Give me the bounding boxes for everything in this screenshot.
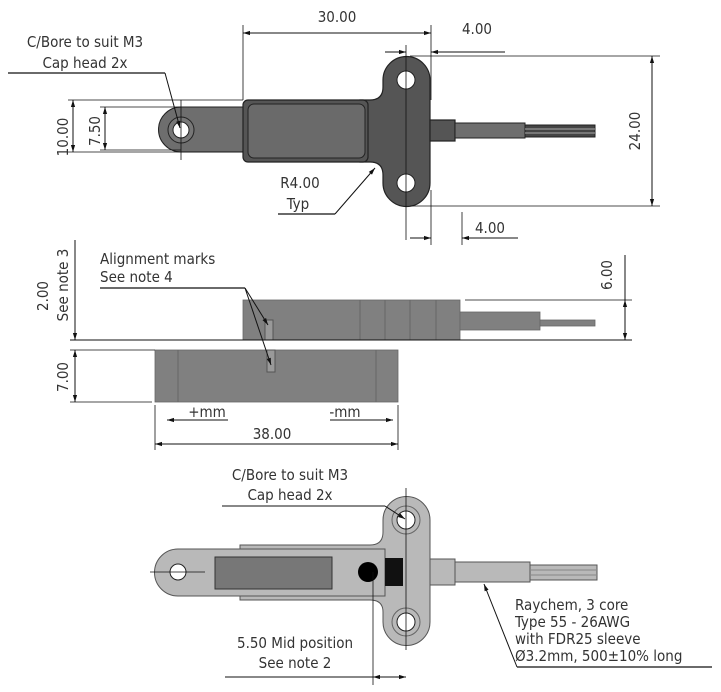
dim-height-total-label: 24.00 <box>626 112 644 151</box>
cable-note-line1: Raychem, 3 core <box>515 596 628 614</box>
note-alignment-line1: Alignment marks <box>100 250 215 268</box>
bottom-slot <box>385 558 403 586</box>
note-leader <box>244 287 269 326</box>
upper-part <box>242 299 461 341</box>
dim-upper-height-label: 6.00 <box>598 260 616 290</box>
flange <box>359 55 431 208</box>
side-cable-wire <box>539 319 596 327</box>
cable-note-line4: Ø3.2mm, 500±10% long <box>515 647 682 665</box>
dim-lug-outer-label: 10.00 <box>54 118 72 157</box>
dim-flange-offset-bottom-label: 4.00 <box>475 219 505 237</box>
note-mid-line2: See note 2 <box>259 654 332 672</box>
label-plus-mm: +mm <box>188 403 226 421</box>
note-radius-line1: R4.00 <box>280 174 319 192</box>
note-alignment-line2: See note 4 <box>100 268 173 286</box>
bottom-view: C/Bore to suit M3 Cap head 2x 5.50 Mid p… <box>150 466 712 685</box>
note-cbore-bottom-line2: Cap head 2x <box>247 486 332 504</box>
bottom-cable-stub <box>429 558 456 586</box>
dim-width-label: 30.00 <box>318 8 357 26</box>
note-cbore-top-line1: C/Bore to suit M3 <box>27 33 143 51</box>
cable-sleeve <box>454 122 526 139</box>
side-view: Alignment marks See note 4 2.00 See note… <box>34 240 632 450</box>
note-cbore-bottom-line1: C/Bore to suit M3 <box>232 466 348 484</box>
note-leader <box>164 72 181 129</box>
note-leader <box>334 167 376 215</box>
top-view: 30.00 4.00 24.00 10.00 7.50 C/Bore to su… <box>8 8 660 245</box>
alignment-mark-lower <box>266 349 276 373</box>
sensor-window <box>247 103 366 159</box>
label-minus-mm: -mm <box>329 403 360 421</box>
note-leader <box>483 583 518 668</box>
note-mid-line1: 5.50 Mid position <box>237 634 353 652</box>
note-radius-line2: Typ <box>286 195 309 213</box>
dim-lower-height-label: 7.00 <box>54 362 72 392</box>
bottom-magnet <box>358 562 378 582</box>
dim-lug-inner-label: 7.50 <box>86 116 104 146</box>
cable-note-line3: with FDR25 sleeve <box>515 630 641 648</box>
dim-gap-label: 2.00 <box>34 281 52 311</box>
bottom-window <box>214 556 333 590</box>
bottom-cable-sleeve <box>454 561 531 583</box>
dim-flange-offset-top-label: 4.00 <box>462 20 492 38</box>
cable-wires <box>524 124 596 138</box>
note-cbore-top-line2: Cap head 2x <box>42 54 127 72</box>
dim-gap-note: See note 3 <box>54 249 72 322</box>
note-leader <box>384 505 406 520</box>
cable-stub <box>429 119 456 142</box>
note-leader <box>244 287 272 366</box>
lower-part <box>154 349 399 403</box>
side-cable-sleeve <box>459 311 541 331</box>
dim-length-label: 38.00 <box>253 425 292 443</box>
bottom-cable-wires <box>529 564 598 581</box>
cable-note-line2: Type 55 - 26AWG <box>514 613 630 631</box>
